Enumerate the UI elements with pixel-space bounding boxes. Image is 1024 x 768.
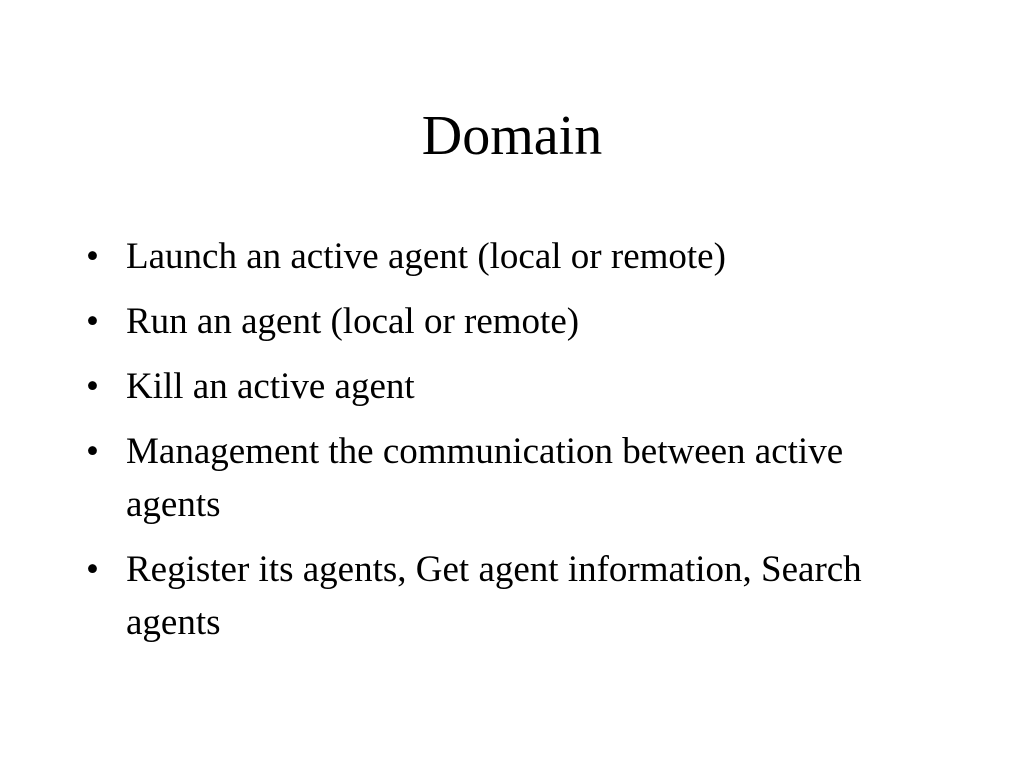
bullet-text: Launch an active agent (local or remote): [126, 236, 726, 277]
bullet-dot-icon: •: [86, 301, 99, 342]
bullet-text: Management the communication between act…: [126, 431, 844, 525]
bullet-item: • Register its agents, Get agent informa…: [82, 543, 942, 649]
bullet-list: • Launch an active agent (local or remot…: [82, 230, 942, 661]
bullet-item: • Management the communication between a…: [82, 425, 942, 531]
bullet-item: • Launch an active agent (local or remot…: [82, 230, 942, 283]
bullet-dot-icon: •: [86, 549, 99, 590]
bullet-item: • Kill an active agent: [82, 360, 942, 413]
bullet-dot-icon: •: [86, 366, 99, 407]
bullet-text: Register its agents, Get agent informati…: [126, 549, 862, 643]
bullet-item: • Run an agent (local or remote): [82, 295, 942, 348]
bullet-text: Run an agent (local or remote): [126, 301, 580, 342]
slide-title: Domain: [421, 105, 603, 167]
bullet-dot-icon: •: [86, 431, 99, 472]
bullet-dot-icon: •: [86, 236, 99, 277]
bullet-text: Kill an active agent: [126, 366, 415, 407]
